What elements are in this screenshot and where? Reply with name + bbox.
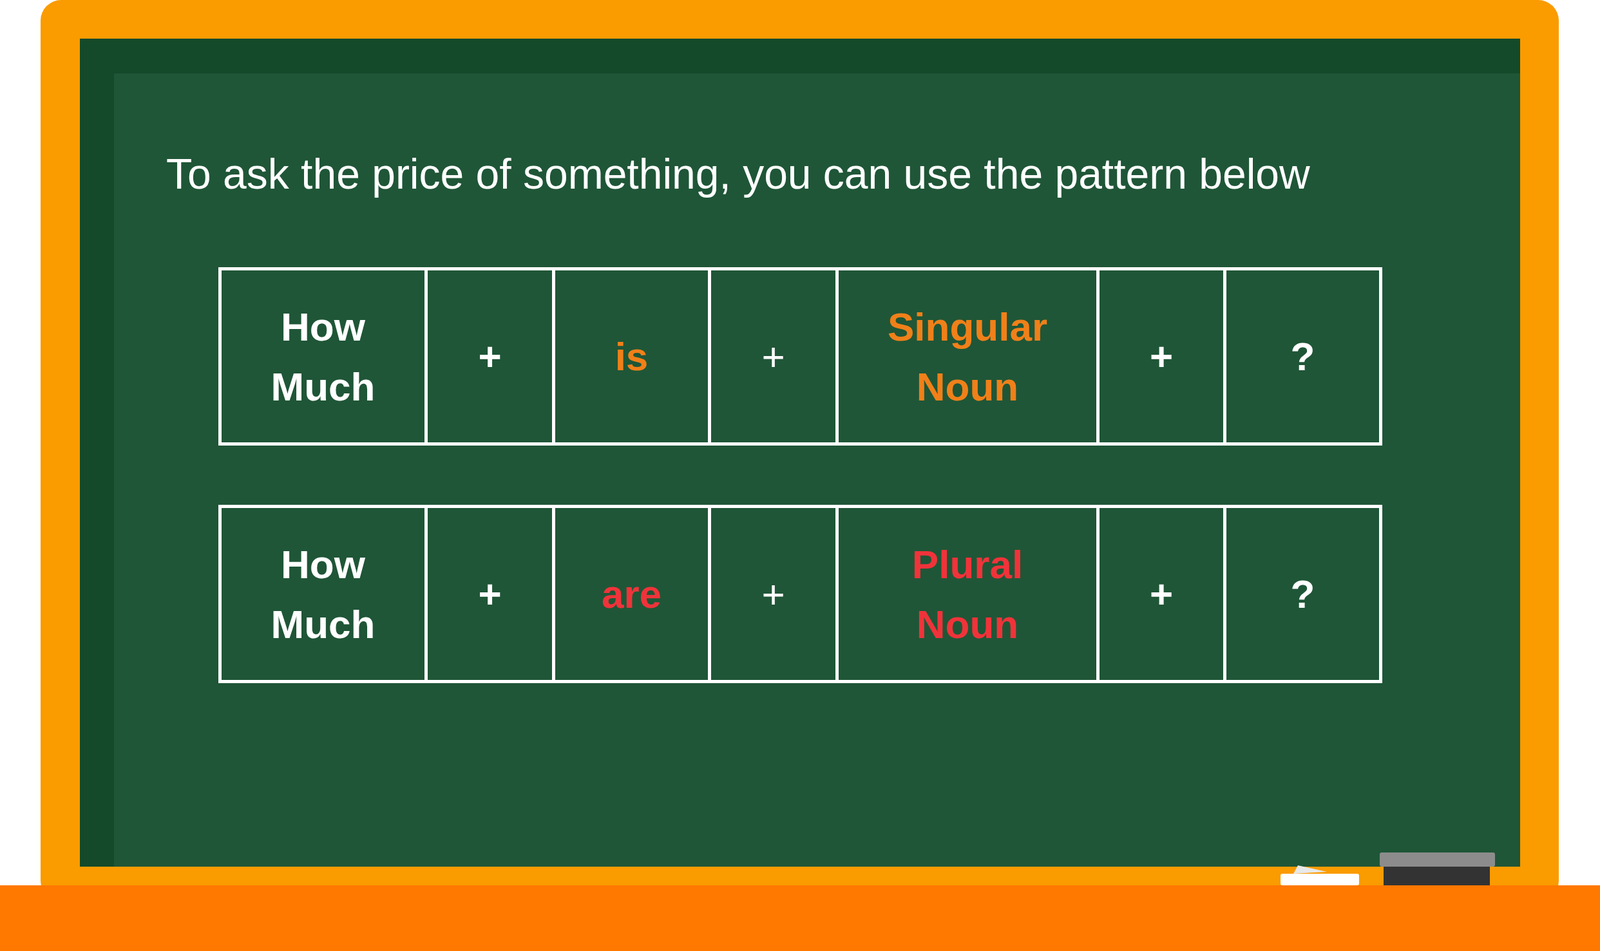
table-cell: + <box>424 267 556 446</box>
chalk-tip <box>1293 865 1327 875</box>
table-cell: How Much <box>218 267 428 446</box>
table-cell: ? <box>1223 504 1383 684</box>
table-cell: + <box>707 504 839 684</box>
table-cell: are <box>552 504 712 684</box>
table-cell: Plural Noun <box>835 504 1100 684</box>
pattern-word: How Much <box>271 296 376 417</box>
chalk-ledge <box>0 885 1600 951</box>
pattern-word: + <box>761 326 785 387</box>
table-cell: + <box>707 267 839 446</box>
table-cell: Singular Noun <box>835 267 1100 446</box>
pattern-word: + <box>1149 326 1173 387</box>
pattern-word: is <box>615 326 649 387</box>
pattern-word: Plural Noun <box>912 534 1023 655</box>
board-frame <box>40 0 1559 902</box>
pattern-word: ? <box>1290 326 1316 387</box>
table-cell: + <box>424 504 556 684</box>
board-shadow <box>79 38 1521 867</box>
eraser-body <box>1383 866 1490 886</box>
table-cell: ? <box>1223 267 1383 446</box>
pattern-word: How Much <box>271 534 376 655</box>
chalk-stick <box>1280 874 1360 886</box>
board-surface <box>114 73 1521 867</box>
pattern-word: + <box>761 564 785 625</box>
table-cell: + <box>1096 504 1227 684</box>
table-cell: + <box>1096 267 1227 446</box>
table-cell: is <box>552 267 712 446</box>
pattern-word: + <box>477 326 502 387</box>
pattern-word: are <box>601 564 662 625</box>
pattern-word: Singular Noun <box>887 296 1048 417</box>
pattern-word: + <box>1149 564 1173 625</box>
pattern-word: ? <box>1290 564 1316 625</box>
pattern-word: + <box>477 564 502 625</box>
table-cell: How Much <box>218 504 428 684</box>
eraser-felt <box>1379 852 1496 867</box>
board-heading: To ask the price of something, you can u… <box>166 149 1311 199</box>
